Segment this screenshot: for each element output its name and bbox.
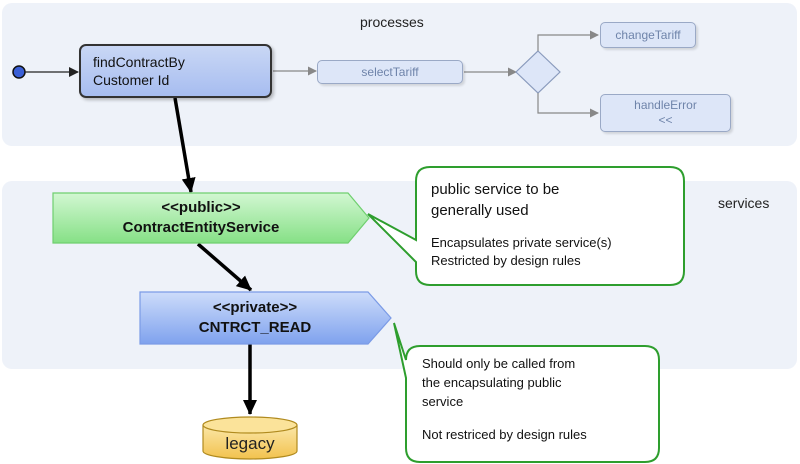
select-tariff-label: selectTariff — [361, 65, 419, 79]
private-callout-bubble — [393, 322, 660, 463]
private-service-node[interactable]: <<private>> CNTRCT_READ — [140, 298, 370, 338]
public-callout-line4: Restricted by design rules — [431, 253, 581, 268]
private-service-shape — [139, 291, 392, 345]
private-callout-line3: service — [422, 394, 464, 409]
change-tariff-node[interactable]: changeTariff — [600, 22, 696, 48]
public-callout-line3: Encapsulates private service(s) — [431, 235, 612, 250]
handle-error-label-line2: << — [658, 113, 673, 127]
public-service-stereotype: <<public>> — [161, 199, 241, 216]
services-lane-label: services — [718, 195, 770, 211]
process-to-public-service-arrow — [173, 97, 196, 193]
handle-error-node[interactable]: handleError << — [600, 94, 731, 132]
public-callout-text: public service to be generally used Enca… — [431, 179, 681, 270]
private-callout-text: Should only be called from the encapsula… — [422, 354, 657, 444]
public-callout-line2: generally used — [431, 202, 529, 219]
private-callout-line4: Not restriced by design rules — [422, 427, 587, 442]
legacy-database-label: legacy — [225, 434, 275, 453]
public-service-shape — [52, 192, 370, 244]
private-callout-line1: Should only be called from — [422, 356, 576, 371]
private-callout-line2: the encapsulating public — [422, 375, 562, 390]
decision-to-change-tariff-connector — [537, 30, 599, 51]
decision-diamond — [515, 50, 561, 94]
private-service-stereotype: <<private>> — [212, 299, 298, 316]
public-callout-bubble — [367, 166, 685, 286]
select-tariff-node[interactable]: selectTariff — [317, 60, 463, 84]
public-callout-line1: public service to be — [431, 181, 560, 198]
find-contract-label-line1: findContractBy — [93, 54, 185, 70]
public-to-private-service-arrow — [196, 242, 253, 292]
public-service-name: ContractEntityService — [122, 219, 280, 236]
private-service-name: CNTRCT_READ — [198, 319, 312, 336]
legacy-database — [202, 416, 298, 460]
start-node — [12, 65, 26, 79]
processes-lane-label: processes — [360, 14, 424, 30]
public-service-node[interactable]: <<public>> ContractEntityService — [53, 198, 349, 238]
change-tariff-label: changeTariff — [615, 28, 681, 42]
find-contract-label-line2: Customer Id — [93, 72, 170, 88]
decision-to-handle-error-connector — [537, 93, 599, 118]
find-contract-by-customer-id-node[interactable]: findContractBy Customer Id — [79, 44, 272, 98]
handle-error-label-line1: handleError — [634, 98, 697, 112]
